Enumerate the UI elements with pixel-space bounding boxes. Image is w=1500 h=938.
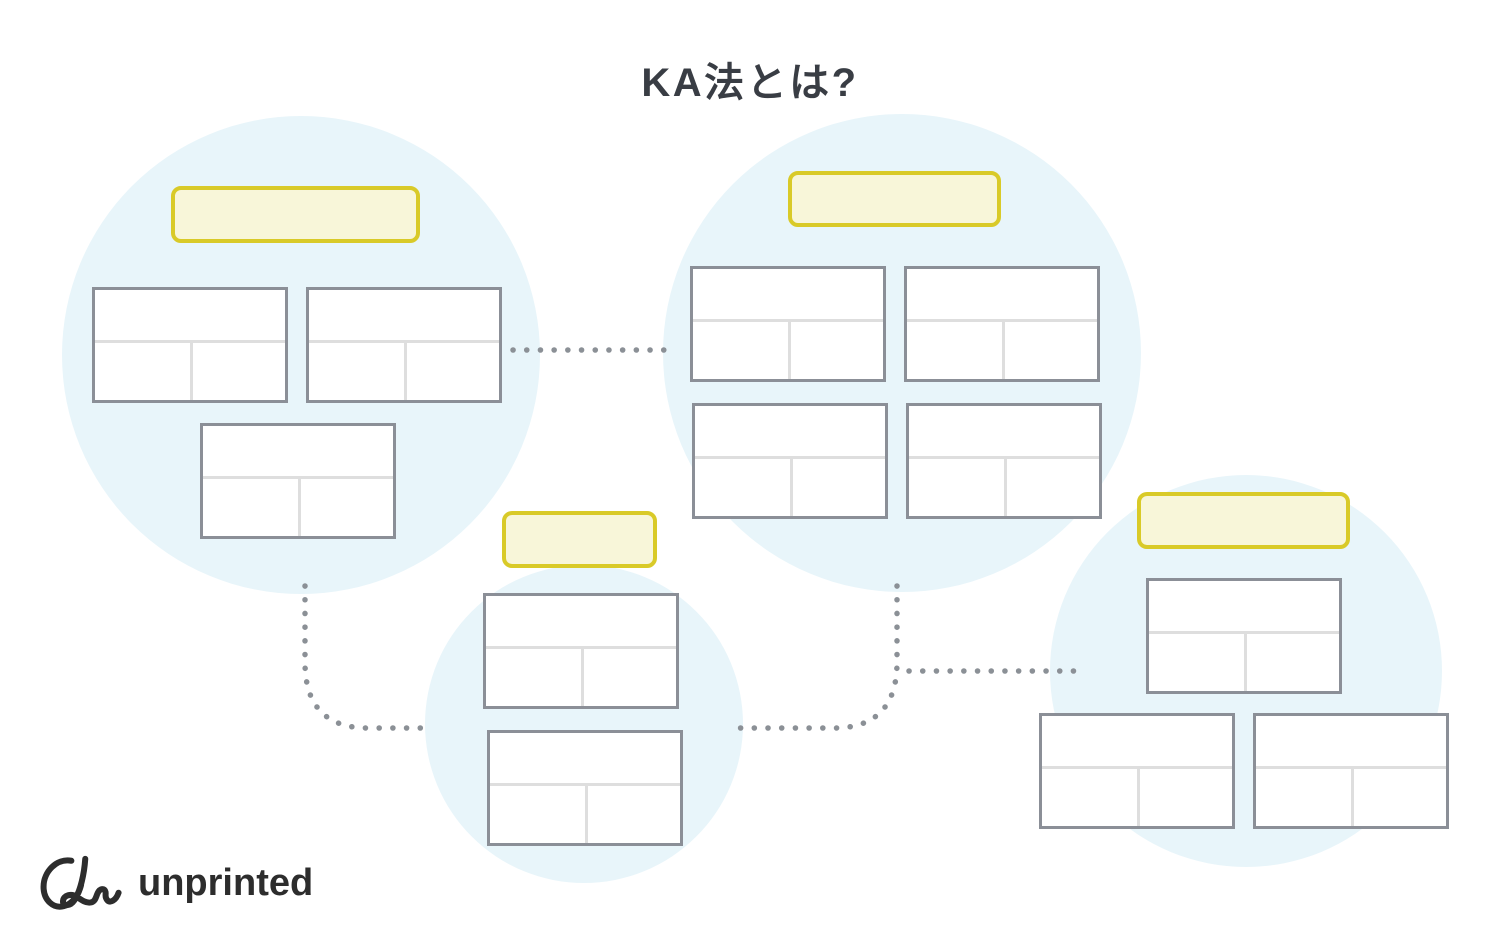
card-bottom-row	[1149, 634, 1339, 691]
card-bottom-right-cell	[407, 343, 499, 400]
card-bottom-left-cell	[909, 459, 1007, 516]
card-top-cell	[695, 406, 885, 459]
card-top-cell	[490, 733, 680, 786]
card-bottom-left-cell	[486, 649, 584, 706]
unprinted-logo-text: unprinted	[138, 861, 314, 904]
group-2-card-3	[692, 403, 888, 519]
connector-group1-group3	[302, 583, 431, 731]
card-bottom-row	[909, 459, 1099, 516]
card-bottom-right-cell	[1005, 322, 1097, 379]
card-bottom-right-cell	[588, 786, 680, 843]
card-top-cell	[907, 269, 1097, 322]
card-bottom-left-cell	[1042, 769, 1140, 826]
card-top-cell	[1042, 716, 1232, 769]
card-bottom-row	[95, 343, 285, 400]
card-bottom-row	[695, 459, 885, 516]
card-top-cell	[309, 290, 499, 343]
card-bottom-row	[1256, 769, 1446, 826]
group-3-label	[502, 511, 657, 568]
group-4-label	[1137, 492, 1350, 549]
card-bottom-left-cell	[95, 343, 193, 400]
card-bottom-right-cell	[193, 343, 285, 400]
card-bottom-row	[907, 322, 1097, 379]
group-4-card-1	[1146, 578, 1342, 694]
card-bottom-left-cell	[203, 479, 301, 536]
card-top-cell	[909, 406, 1099, 459]
group-4-card-3	[1253, 713, 1449, 829]
group-3-card-1	[483, 593, 679, 709]
group-1-card-2	[306, 287, 502, 403]
card-bottom-left-cell	[490, 786, 588, 843]
card-bottom-right-cell	[584, 649, 676, 706]
card-top-cell	[1256, 716, 1446, 769]
group-2-card-4	[906, 403, 1102, 519]
group-3-card-2	[487, 730, 683, 846]
card-bottom-right-cell	[1140, 769, 1232, 826]
card-bottom-row	[1042, 769, 1232, 826]
group-1-label	[171, 186, 420, 243]
group-1-card-1	[92, 287, 288, 403]
card-bottom-left-cell	[695, 459, 793, 516]
group-2-label	[788, 171, 1001, 227]
group-2-card-1	[690, 266, 886, 382]
card-bottom-right-cell	[301, 479, 393, 536]
card-bottom-row	[203, 479, 393, 536]
card-bottom-left-cell	[693, 322, 791, 379]
card-top-cell	[693, 269, 883, 322]
card-bottom-row	[309, 343, 499, 400]
diagram-title: KA法とは?	[641, 61, 859, 105]
card-bottom-right-cell	[1247, 634, 1339, 691]
card-bottom-right-cell	[1007, 459, 1099, 516]
card-top-cell	[95, 290, 285, 343]
connector-group2-group3	[728, 583, 900, 731]
card-bottom-right-cell	[1354, 769, 1446, 826]
card-bottom-row	[490, 786, 680, 843]
group-2-card-2	[904, 266, 1100, 382]
card-top-cell	[1149, 581, 1339, 634]
card-bottom-right-cell	[793, 459, 885, 516]
group-4-card-2	[1039, 713, 1235, 829]
card-bottom-right-cell	[791, 322, 883, 379]
card-top-cell	[203, 426, 393, 479]
card-top-cell	[486, 596, 676, 649]
unprinted-logo: unprinted	[38, 854, 313, 912]
group-1-card-3	[200, 423, 396, 539]
card-bottom-row	[486, 649, 676, 706]
card-bottom-left-cell	[1149, 634, 1247, 691]
card-bottom-row	[693, 322, 883, 379]
unprinted-logo-mark-icon	[40, 855, 122, 910]
card-bottom-left-cell	[907, 322, 1005, 379]
card-bottom-left-cell	[309, 343, 407, 400]
card-bottom-left-cell	[1256, 769, 1354, 826]
